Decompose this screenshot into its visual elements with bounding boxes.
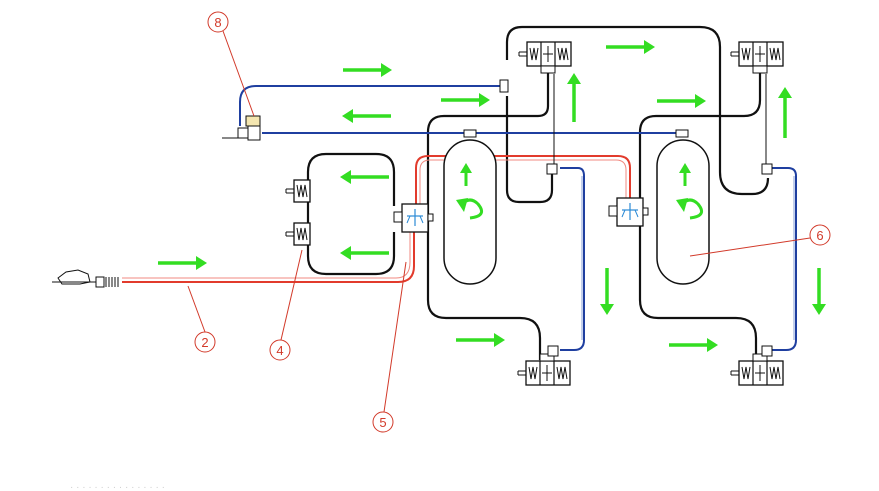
flow-arrow <box>679 163 691 186</box>
right-tank <box>656 139 710 285</box>
flow-arrow-curl-head <box>456 198 468 212</box>
flow-arrow <box>340 246 389 260</box>
valve-stems <box>553 74 767 164</box>
pilot-line-right <box>770 167 797 351</box>
flow-arrow <box>441 93 490 107</box>
flow-arrow <box>812 268 826 315</box>
pilot-line-upper <box>239 85 507 126</box>
flow-arrow <box>669 338 718 352</box>
flow-arrow <box>340 170 389 184</box>
left-tank <box>443 139 497 285</box>
flow-arrow <box>778 87 792 138</box>
red-pressure-lines-light <box>122 159 627 279</box>
svg-text:8: 8 <box>214 15 221 30</box>
flow-arrow <box>657 94 706 108</box>
callout-4: 4 <box>269 339 291 361</box>
pressure-switch <box>222 115 261 141</box>
center-hose <box>505 96 554 204</box>
flow-arrow-curl-head <box>676 198 688 212</box>
tank-link-line <box>415 155 631 206</box>
callout-leaders <box>187 30 811 413</box>
fittings <box>463 79 773 357</box>
flow-arrow <box>342 109 391 123</box>
callout-5: 5 <box>372 411 394 433</box>
inlet-connector <box>52 269 119 288</box>
left-manifold <box>393 203 434 233</box>
callout-6: 6 <box>809 224 831 246</box>
flow-arrow <box>606 40 655 54</box>
upper-small-valve <box>285 179 311 203</box>
callout-8: 8 <box>207 11 229 33</box>
left-return-hose <box>306 152 396 276</box>
svg-text:5: 5 <box>379 415 386 430</box>
flow-arrow <box>343 63 392 77</box>
svg-text:4: 4 <box>276 343 283 358</box>
flow-arrow <box>600 268 614 315</box>
footer-faint-text: · · · · · · · · · · · · · · · · <box>70 482 165 491</box>
lower-right-valve <box>730 353 784 386</box>
svg-text:2: 2 <box>201 335 208 350</box>
main-supply-line <box>122 232 415 283</box>
pilot-line-center <box>560 167 585 351</box>
flow-arrow <box>460 163 472 186</box>
svg-text:6: 6 <box>816 228 823 243</box>
right-manifold <box>608 197 649 227</box>
flow-arrow <box>567 73 581 122</box>
red-pressure-lines <box>122 155 631 283</box>
upper-left-valve <box>518 41 572 74</box>
blue-pilot-lines-light <box>581 176 795 340</box>
blue-pilot-lines <box>239 85 797 351</box>
flow-arrow <box>456 333 505 347</box>
top-loop-hose <box>505 25 770 196</box>
lower-small-valve <box>285 222 311 246</box>
flow-arrows <box>158 40 826 352</box>
upper-right-valve <box>730 41 784 74</box>
callout-2: 2 <box>194 331 216 353</box>
lower-left-valve <box>517 353 571 386</box>
flow-arrow <box>158 256 207 270</box>
